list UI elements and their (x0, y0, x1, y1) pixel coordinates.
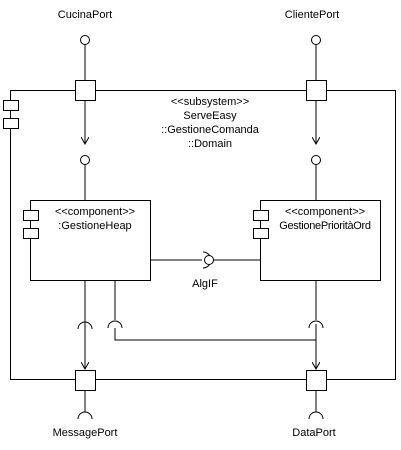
cliente-port-lollipop (311, 35, 321, 45)
data-port-label: DataPort (292, 427, 336, 439)
component-gestione-heap[interactable] (30, 200, 151, 281)
message-port-label: MessagePort (52, 427, 118, 439)
left-component-glyph-bottom (23, 228, 39, 239)
left-component-stereotype: <<component>> (54, 206, 136, 218)
component-gestione-priorita-ord[interactable] (260, 200, 381, 281)
left-component-name: :GestioneHeap (58, 220, 132, 232)
left-socket-message (77, 321, 93, 330)
subsystem-name-line3: ::Domain (187, 138, 233, 150)
data-delegation-line (114, 328, 316, 341)
right-component-glyph-bottom (253, 228, 269, 239)
cucina-port-label: CucinaPort (57, 9, 113, 21)
message-port[interactable] (75, 370, 96, 391)
right-component-stereotype: <<component>> (284, 206, 366, 218)
subsystem-glyph-top (3, 100, 19, 111)
cucina-port[interactable] (75, 80, 96, 101)
cliente-port-label: ClientePort (284, 9, 340, 21)
right-socket-data (308, 320, 324, 329)
subsystem-name-line2: ::GestioneComanda (161, 124, 259, 136)
subsystem-glyph-bottom (3, 118, 19, 129)
subsystem-name-line1: ServeEasy (183, 110, 237, 122)
subsystem-stereotype: <<subsystem>> (170, 96, 250, 108)
left-socket-data (107, 320, 123, 329)
left-provided-interface (80, 155, 90, 165)
subsystem-box[interactable] (10, 90, 396, 380)
right-component-glyph-top (253, 210, 269, 221)
data-port-socket (308, 411, 324, 420)
algif-label: AlgIF (192, 278, 218, 290)
right-component-name: GestionePrioritàOrd (279, 220, 371, 232)
left-component-glyph-top (23, 210, 39, 221)
data-port[interactable] (306, 370, 327, 391)
cucina-port-lollipop (80, 35, 90, 45)
algif-ball (204, 255, 214, 265)
message-port-socket (77, 411, 93, 420)
cliente-port[interactable] (306, 80, 327, 101)
right-provided-interface (311, 155, 321, 165)
